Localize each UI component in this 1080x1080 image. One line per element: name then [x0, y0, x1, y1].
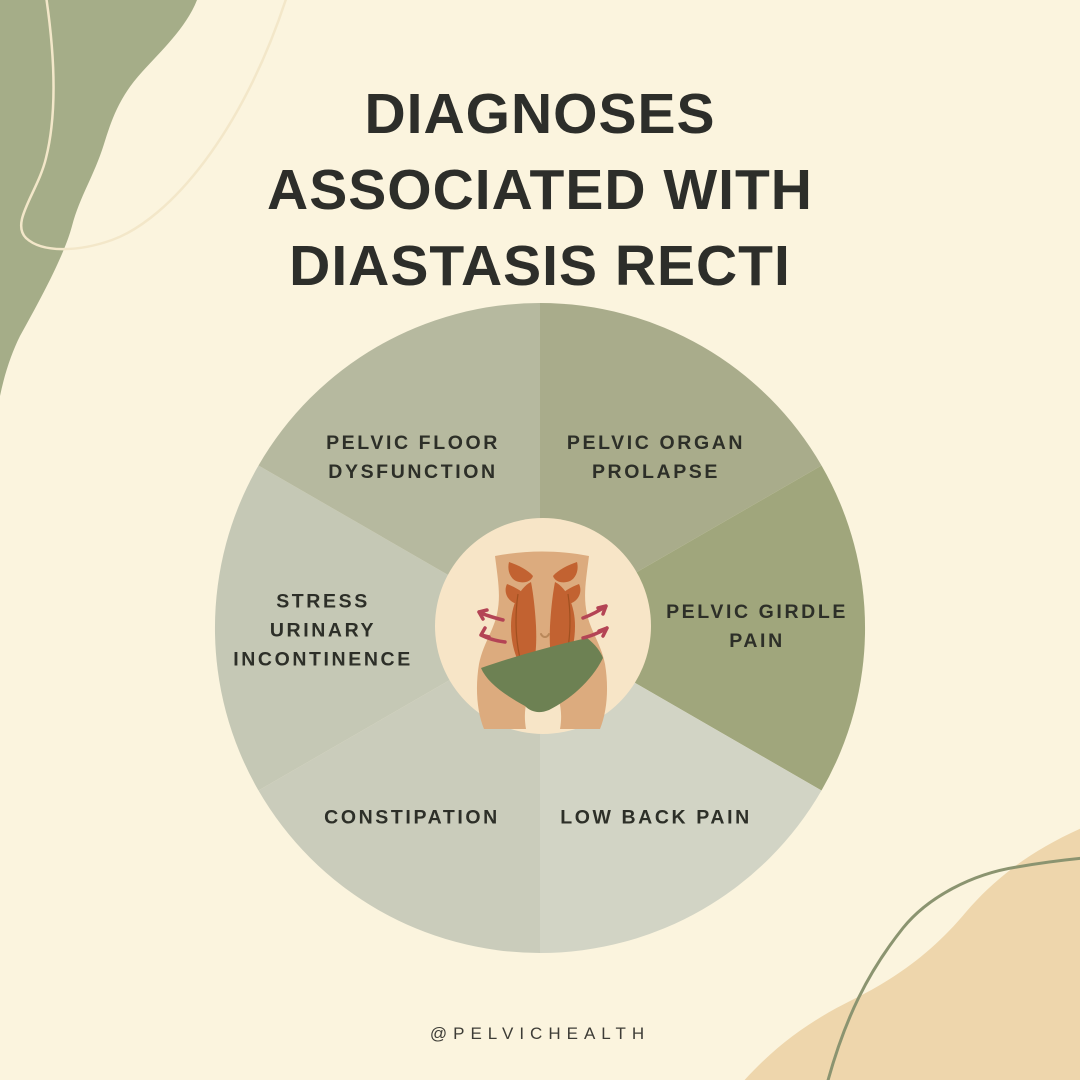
- pie-slice-pelvic-floor-dysfunction: [258, 302, 540, 628]
- bottom-right-blob: [744, 828, 1080, 1080]
- navel: [540, 633, 550, 638]
- left-upper-arrow: [477, 608, 505, 622]
- top-left-blob: [0, 0, 197, 396]
- left-rectus-muscle: [511, 582, 537, 676]
- slice-label-low-back-pain: LOW BACK PAIN: [560, 806, 752, 829]
- abdominal-muscles: [505, 562, 581, 676]
- footer-handle: @PELVICHEALTH: [429, 1024, 651, 1043]
- diastasis-recti-illustration: [476, 551, 609, 729]
- left-lower-arrow: [479, 626, 507, 644]
- page-title: DIAGNOSES ASSOCIATED WITH DIASTASIS RECT…: [267, 82, 813, 299]
- bottom-right-squiggle-line: [826, 856, 1080, 1080]
- pie-slice-constipation: [258, 628, 540, 954]
- right-upper-muscle: [553, 562, 578, 583]
- underwear: [481, 638, 603, 713]
- pie-slice-stress-urinary-incontinence: [214, 465, 540, 791]
- left-upper-muscle: [508, 562, 533, 583]
- slice-label-pelvic-girdle-pain: PELVIC GIRDLE PAIN: [666, 601, 848, 652]
- slice-label-constipation: CONSTIPATION: [324, 806, 500, 829]
- separation-arrows: [477, 604, 609, 644]
- pie-slice-pelvic-girdle-pain: [540, 465, 866, 791]
- right-upper-arrow: [581, 604, 608, 620]
- top-left-squiggle-line: [19, 0, 287, 251]
- right-lower-arrow: [581, 626, 609, 640]
- slice-label-pelvic-organ-prolapse: PELVIC ORGAN PROLAPSE: [566, 432, 746, 483]
- slice-label-pelvic-floor-dysfunction: PELVIC FLOOR DYSFUNCTION: [326, 432, 500, 483]
- slice-label-stress-urinary-incontinence: STRESS URINARY INCONTINENCE: [233, 590, 413, 671]
